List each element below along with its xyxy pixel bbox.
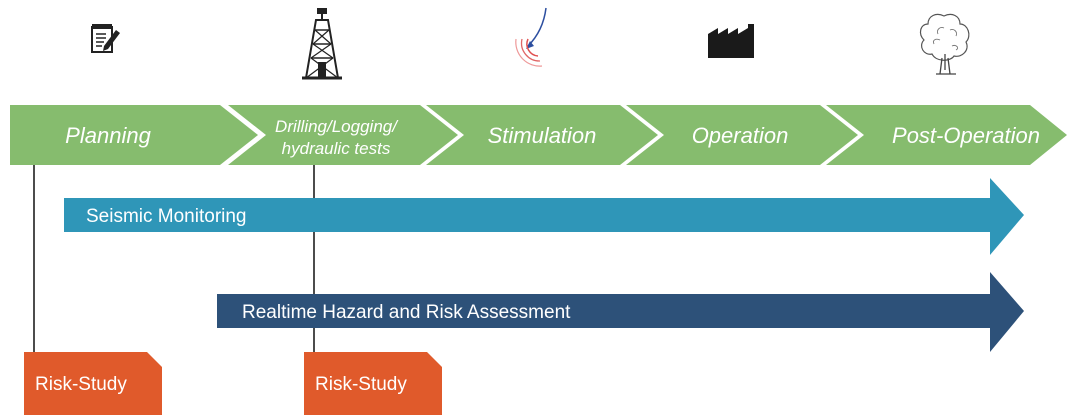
notepad-icon <box>91 24 120 53</box>
seismic-monitoring-label: Seismic Monitoring <box>86 206 247 227</box>
phase-label-drilling-line1: Drilling/Logging/ <box>275 117 399 136</box>
risk-study-label-1: Risk-Study <box>35 374 127 395</box>
phase-planning <box>10 105 258 165</box>
risk-study-label-2: Risk-Study <box>315 374 407 395</box>
risk-study-box-1 <box>24 352 162 415</box>
risk-study-box-2 <box>304 352 442 415</box>
phase-label-operation: Operation <box>692 123 789 148</box>
seismic-monitoring-bar <box>64 178 1024 255</box>
phase-label-stimulation: Stimulation <box>488 123 597 148</box>
phase-label-drilling-line2: hydraulic tests <box>282 139 391 158</box>
tree-icon <box>919 13 970 75</box>
phase-drilling <box>228 105 458 165</box>
phase-label-post-operation: Post-Operation <box>892 123 1040 148</box>
drilling-rig-icon <box>302 8 342 80</box>
factory-icon <box>708 24 754 58</box>
realtime-hazard-bar <box>217 272 1024 352</box>
phase-stimulation <box>426 105 658 165</box>
phase-label-planning: Planning <box>65 123 151 148</box>
seismic-wave-icon <box>515 7 547 67</box>
phase-post-operation <box>826 105 1067 165</box>
phase-operation <box>626 105 858 165</box>
realtime-hazard-label: Realtime Hazard and Risk Assessment <box>242 302 571 323</box>
